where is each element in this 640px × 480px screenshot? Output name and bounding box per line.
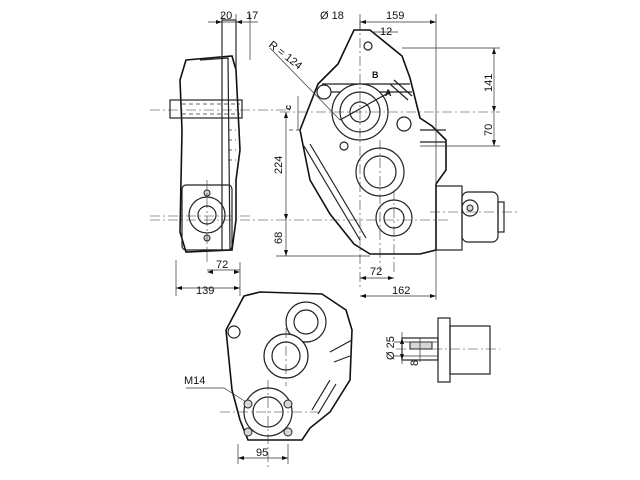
dim-72-left: 72 [216,259,228,271]
dim-162: 162 [392,285,410,297]
label-a: A [385,88,392,98]
dim-diameter-18: Ø 18 [320,10,344,22]
dim-20: 20 [220,10,232,22]
dimension-lines [175,14,500,464]
label-c: c [283,105,293,110]
thread-m14: M14 [184,375,205,387]
dim-diameter-25: Ø 25 [385,336,397,360]
dim-159: 159 [386,10,404,22]
dim-224: 224 [273,156,285,174]
dim-139: 139 [196,285,214,297]
front-view [150,20,520,290]
label-b: B [372,70,379,80]
dim-72-right: 72 [370,266,382,278]
shaft-detail [396,317,500,383]
dim-8: 8 [409,360,421,366]
side-view [150,19,290,262]
dim-17: 17 [246,10,258,22]
dimension-labels: 20 17 Ø 18 159 12 R = 124 B A c 141 70 2… [184,10,495,459]
dim-12: 12 [380,26,392,38]
dim-70: 70 [483,124,495,136]
dim-95: 95 [256,447,268,459]
dim-141: 141 [483,74,495,92]
dim-radius-124: R = 124 [266,39,304,72]
bottom-view [220,291,353,470]
dim-68: 68 [273,232,285,244]
